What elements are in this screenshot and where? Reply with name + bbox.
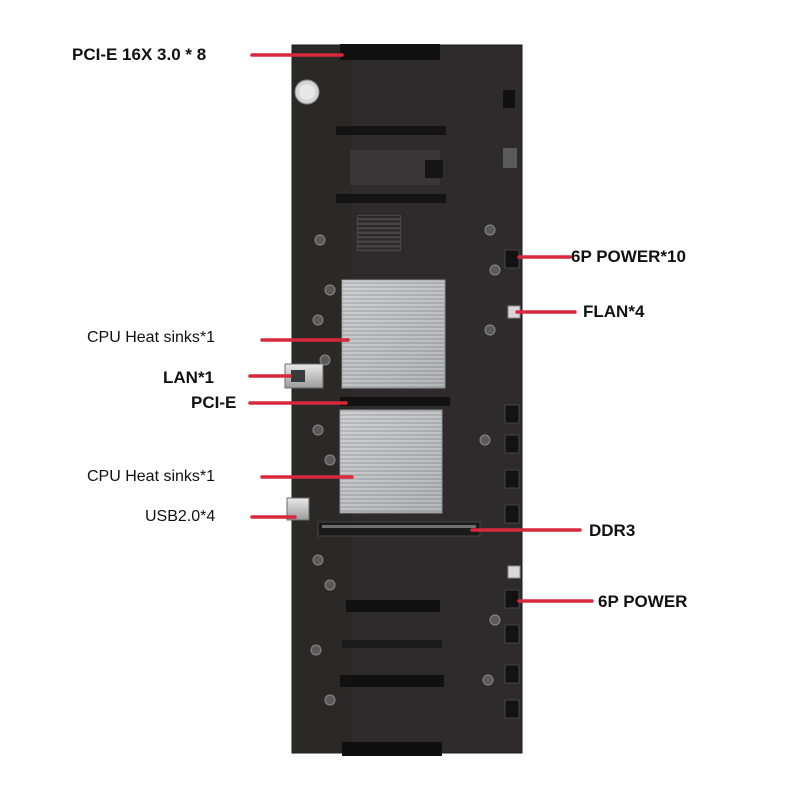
6p-power-connector [504, 434, 520, 454]
capacitor [482, 674, 494, 686]
fan-connector-2 [507, 565, 521, 579]
capacitor [324, 694, 336, 706]
pcie-slot-7 [342, 640, 442, 648]
label-pcie-16x: PCI-E 16X 3.0 * 8 [72, 45, 207, 64]
6p-power-connector [504, 404, 520, 424]
pch-fin [358, 229, 400, 232]
label-6p-power-10: 6P POWER*10 [571, 247, 686, 266]
pcie-slot-6 [342, 742, 442, 756]
label-6p-power: 6P POWER [598, 592, 688, 611]
capacitor [319, 354, 331, 366]
pch-fin [358, 234, 400, 236]
capacitor [310, 644, 322, 656]
pch-fin [358, 225, 400, 227]
pch-fin [358, 238, 400, 241]
label-cpu-heat-sink-top: CPU Heat sinks*1 [87, 329, 216, 346]
pcie-slot-3 [336, 194, 446, 203]
capacitor [484, 324, 496, 336]
capacitor [314, 234, 326, 246]
6p-power-connector [504, 469, 520, 489]
capacitor [484, 224, 496, 236]
6p-power-connector [504, 624, 520, 644]
capacitor [479, 434, 491, 446]
pcie-slot-2 [336, 126, 446, 135]
6p-power-connector [504, 699, 520, 719]
usb-port [286, 497, 310, 521]
6p-power-connector [504, 504, 520, 524]
6p-power-connector [504, 664, 520, 684]
top-chip [425, 160, 443, 178]
pcie-slot-4 [346, 600, 440, 612]
label-pci-e: PCI-E [191, 393, 237, 412]
capacitor [324, 284, 336, 296]
6p-power-connector [504, 249, 520, 269]
label-flan-4: FLAN*4 [583, 302, 645, 321]
label-cpu-heat-sink-bottom: CPU Heat sinks*1 [87, 468, 216, 485]
capacitor [489, 264, 501, 276]
pcie-slot-mid [340, 397, 450, 406]
top-right-connector-2 [503, 148, 517, 168]
capacitor [312, 314, 324, 326]
pch-fin [358, 220, 400, 223]
pch-fin [358, 247, 400, 250]
top-right-connector [503, 90, 515, 108]
label-lan-1: LAN*1 [163, 368, 215, 387]
capacitor [324, 454, 336, 466]
capacitor [489, 614, 501, 626]
label-ddr3: DDR3 [589, 521, 636, 540]
6p-power-connector [504, 589, 520, 609]
pcie-slot-1 [340, 44, 440, 60]
capacitor [312, 554, 324, 566]
pch-heatsink [355, 213, 403, 253]
pcie-slot-5 [340, 675, 444, 687]
capacitor [312, 424, 324, 436]
label-usb20-4: USB2.0*4 [145, 508, 216, 525]
capacitor [324, 579, 336, 591]
ddr3-slot [317, 521, 481, 537]
pch-fin [358, 216, 400, 218]
pch-fin [358, 243, 400, 245]
